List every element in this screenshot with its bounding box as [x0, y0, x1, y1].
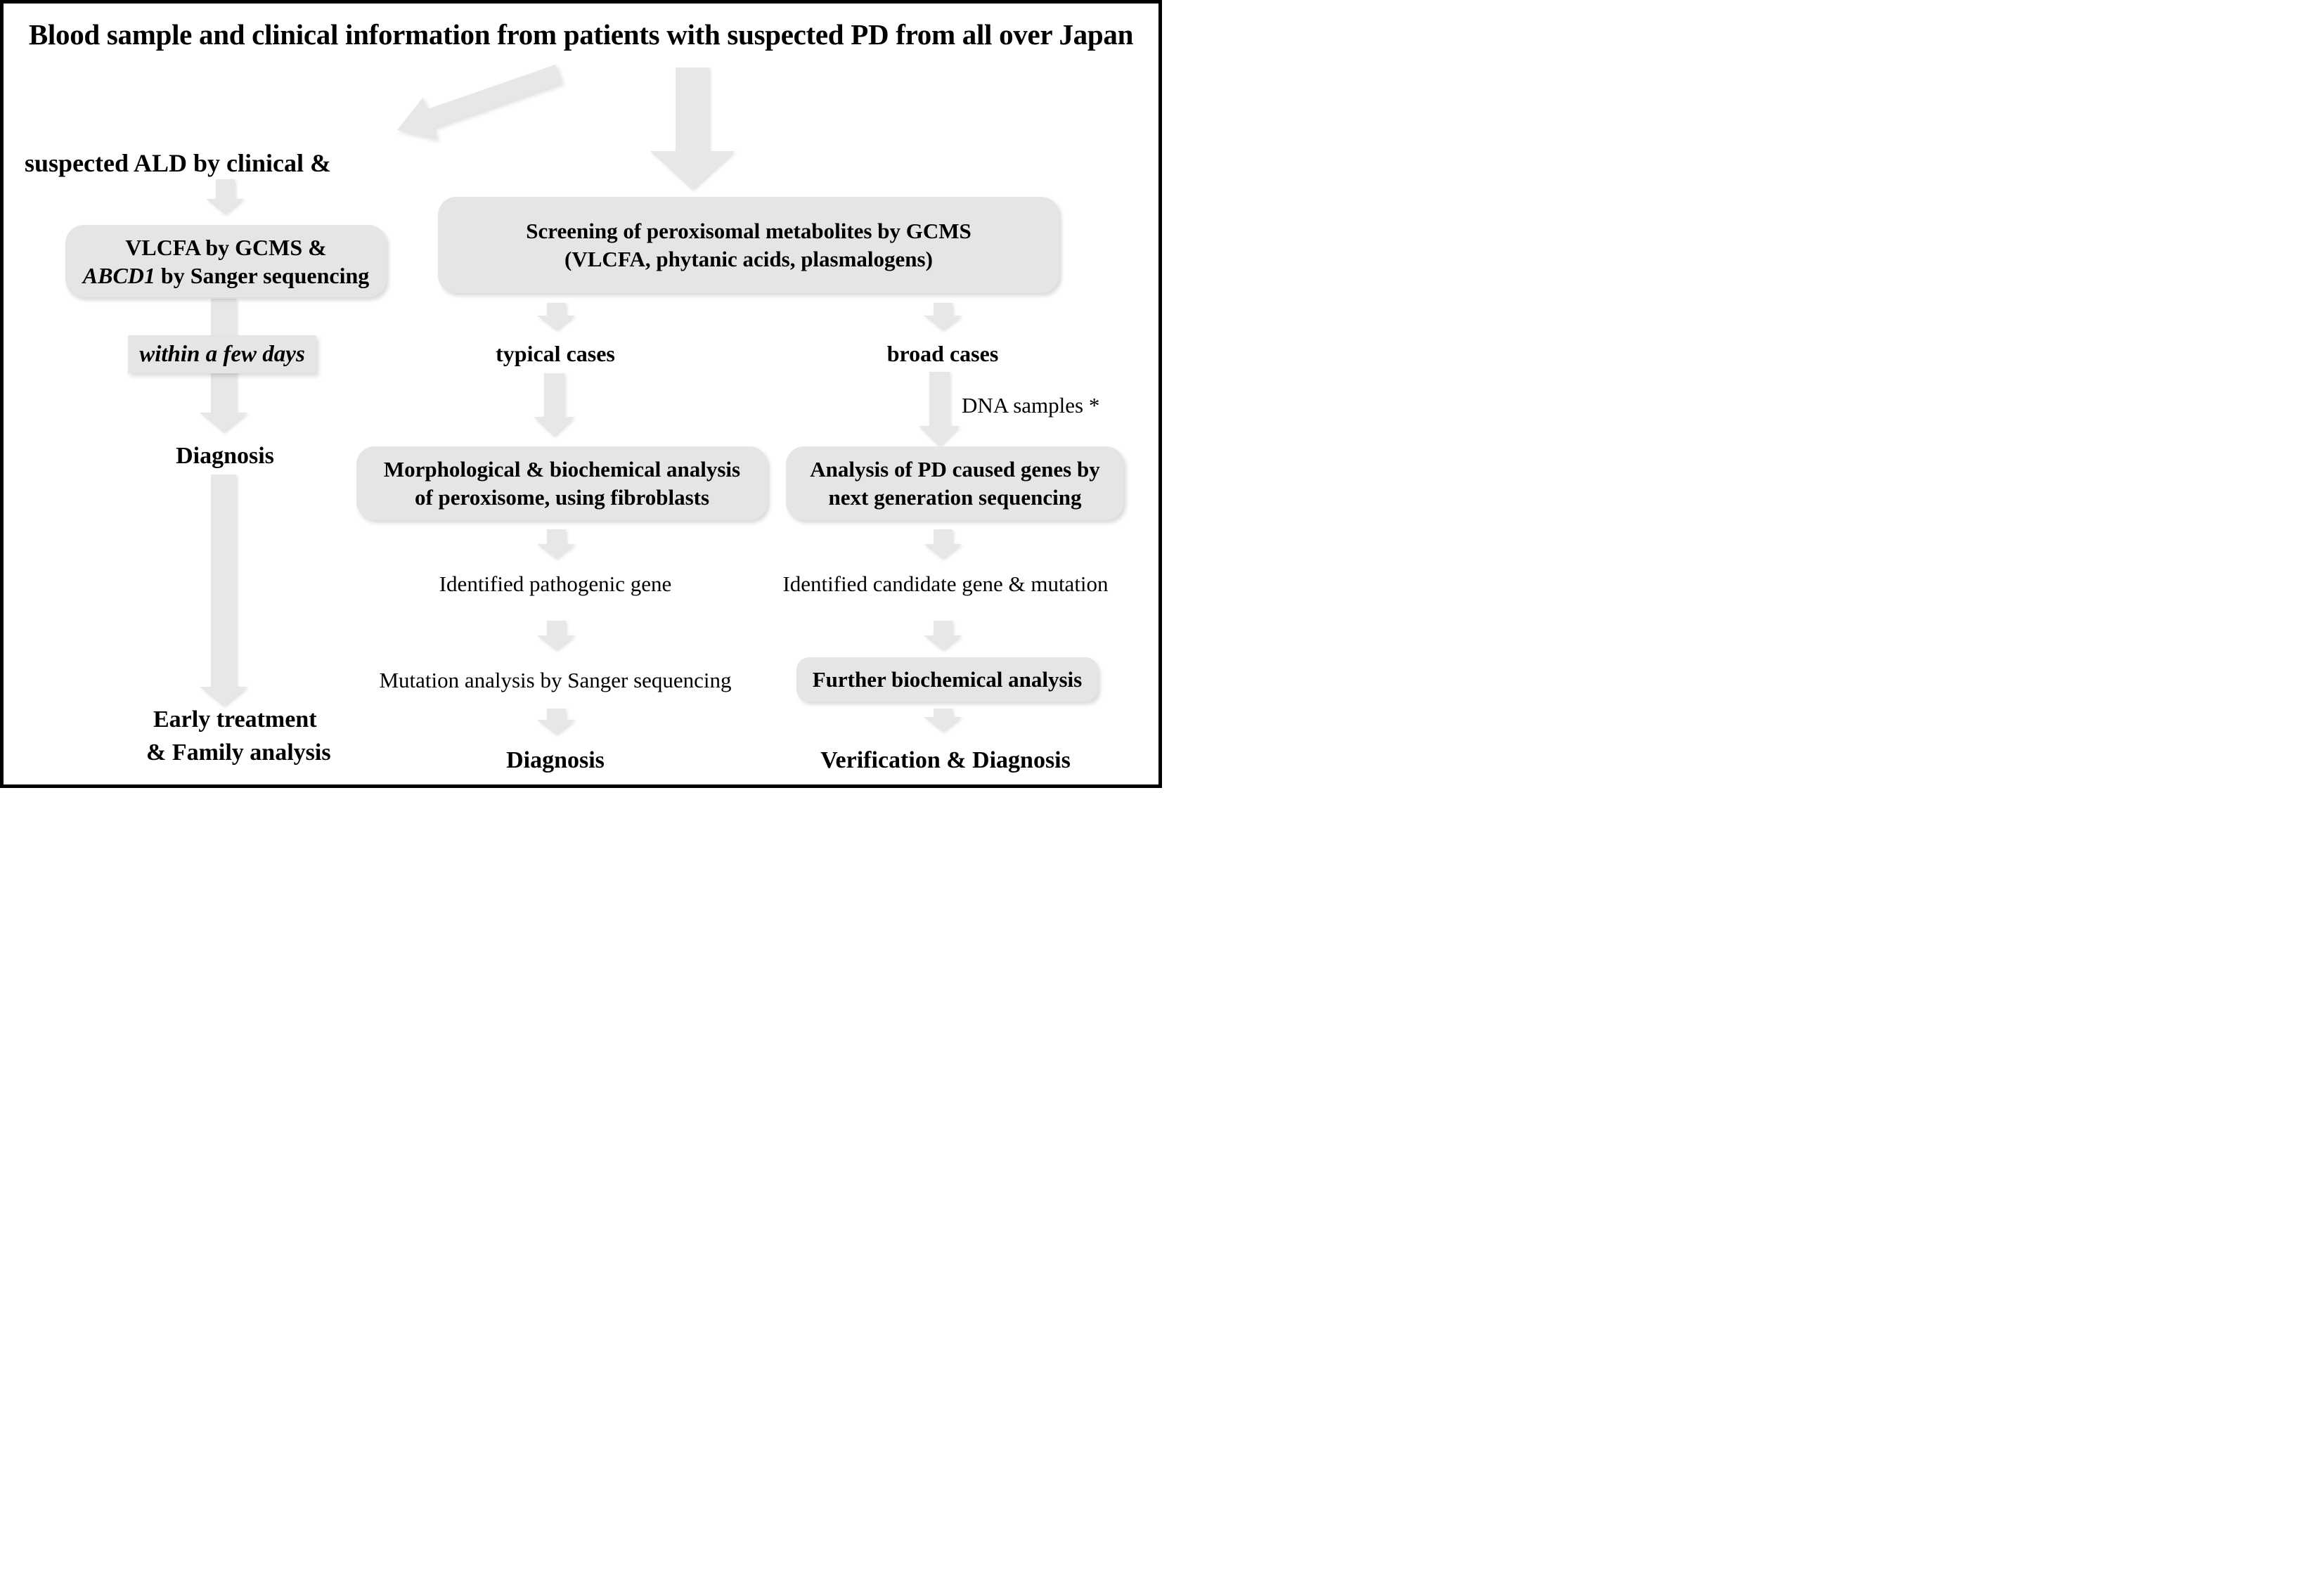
figure-title: Blood sample and clinical information fr…: [28, 18, 1134, 51]
ngs-box-line2: next generation sequencing: [828, 484, 1082, 510]
flow-arrow-ald-to-vlcfa: [206, 179, 244, 214]
identified-pathogenic-gene-label: Identified pathogenic gene: [439, 571, 672, 596]
diagnosis-left-label: Diagnosis: [176, 443, 274, 469]
screening-box: Screening of peroxisomal metabolites by …: [438, 197, 1059, 293]
flow-arrow-analysis-to-gene: [537, 529, 575, 559]
morphological-box-line1: Morphological & biochemical analysis: [383, 456, 741, 482]
verification-diagnosis-label: Verification & Diagnosis: [820, 747, 1071, 773]
ngs-analysis-box: Analysis of PD caused genes by next gene…: [786, 446, 1124, 520]
flow-arrow-title-to-ald: [397, 64, 562, 140]
flowchart-figure: Blood sample and clinical information fr…: [0, 0, 1162, 788]
screening-box-line2: (VLCFA, phytanic acids, plasmalogens): [564, 246, 933, 271]
further-biochemical-box: Further biochemical analysis: [796, 657, 1098, 702]
diagnosis-bottom-label: Diagnosis: [506, 747, 605, 773]
gene-name-italic: ABCD1: [82, 262, 155, 288]
flow-arrow-diagnosis-to-treatment: [200, 474, 247, 706]
flow-arrow-broad-to-ngs: [919, 372, 960, 446]
flow-arrow-further-to-verification: [924, 709, 962, 732]
further-box-label: Further biochemical analysis: [812, 666, 1083, 692]
vlcfa-sanger-box: VLCFA by GCMS & ABCD1 by Sanger sequenci…: [65, 225, 387, 297]
flow-arrow-screening-to-typical: [537, 303, 575, 330]
morphological-box-line2: of peroxisome, using fibroblasts: [414, 484, 710, 510]
vlcfa-box-line1: VLCFA by GCMS &: [125, 234, 327, 260]
screening-box-line1: Screening of peroxisomal metabolites by …: [526, 218, 971, 243]
flow-arrow-candidate-to-further: [924, 621, 962, 650]
vlcfa-box-line2: ABCD1 by Sanger sequencing: [82, 262, 370, 288]
flow-arrow-ngs-to-candidate: [924, 529, 962, 559]
dna-samples-label: DNA samples *: [962, 393, 1100, 418]
ngs-box-line1: Analysis of PD caused genes by: [810, 456, 1100, 482]
identified-candidate-label: Identified candidate gene & mutation: [782, 571, 1109, 596]
typical-cases-label: typical cases: [496, 341, 615, 366]
timeframe-label: within a few days: [139, 341, 305, 367]
flow-arrow-gene-to-mutation: [537, 621, 575, 650]
broad-cases-label: broad cases: [886, 341, 999, 366]
flow-arrow-title-to-screening: [650, 67, 735, 190]
early-treatment-label: Early treatment: [153, 706, 317, 732]
flow-arrow-mutation-to-diagnosis: [537, 709, 575, 735]
family-analysis-label: & Family analysis: [146, 739, 331, 766]
morphological-analysis-box: Morphological & biochemical analysis of …: [356, 446, 768, 520]
suspected-ald-label: suspected ALD by clinical &: [25, 149, 332, 177]
flow-arrow-screening-to-broad: [924, 303, 962, 330]
mutation-analysis-label: Mutation analysis by Sanger sequencing: [379, 668, 732, 692]
flow-arrow-typical-to-analysis: [534, 373, 574, 437]
timeframe-box: within a few days: [128, 335, 316, 373]
